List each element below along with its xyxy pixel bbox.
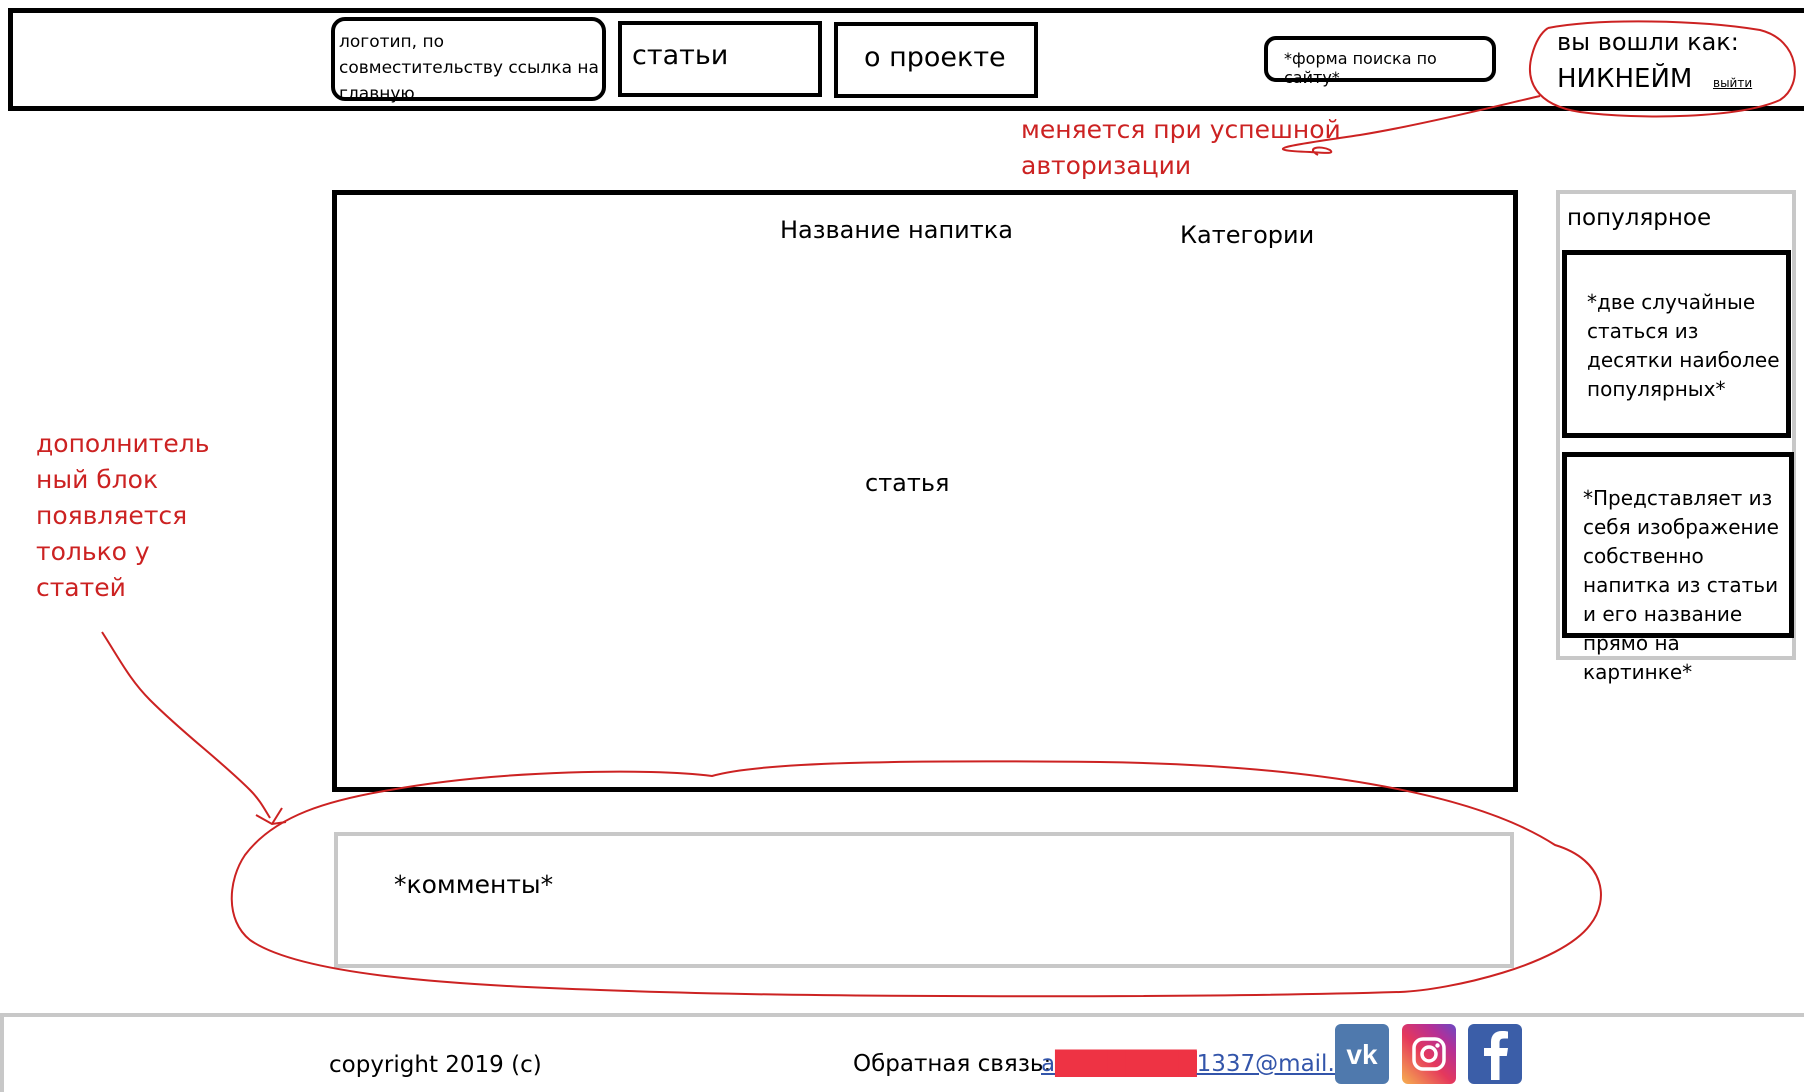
nav-about-label: о проекте [864, 42, 1006, 73]
popular-sidebar [1556, 190, 1796, 660]
site-footer [0, 1013, 1804, 1092]
arrow-head [255, 807, 287, 826]
email-prefix: a [1041, 1051, 1056, 1077]
article-body: статья [865, 469, 950, 497]
nav-about-button[interactable]: о проекте [834, 22, 1038, 98]
extra-block-annotation: дополнитель ный блок появляется только у… [36, 429, 210, 602]
email-suffix: 1337@mail.ru [1196, 1051, 1359, 1077]
sidebar-title: популярное [1567, 205, 1712, 231]
facebook-glyph [1484, 1031, 1508, 1080]
vk-glyph: vk [1346, 1039, 1378, 1069]
instagram-glyph [1412, 1037, 1446, 1071]
login-status-label: вы вошли как: [1557, 28, 1739, 56]
logout-link[interactable]: выйти [1713, 76, 1753, 90]
logo-text: логотип, по совместительству ссылка на г… [339, 32, 599, 104]
auth-annotation: меняется при успешной авторизации [1021, 115, 1341, 180]
search-placeholder: *форма поиска по сайту* [1284, 49, 1437, 87]
popular-articles-card[interactable]: *две случайные статься из десятки наибол… [1562, 250, 1791, 438]
vk-icon[interactable]: vk [1335, 1024, 1389, 1084]
feedback-label: Обратная связь: [853, 1051, 1052, 1077]
copyright-text: copyright 2019 (c) [329, 1052, 542, 1078]
popular-articles-desc: *две случайные статься из десятки наибол… [1587, 290, 1780, 401]
nav-articles-button[interactable]: статьи [618, 21, 822, 97]
comments-block[interactable]: *комменты* [334, 832, 1514, 968]
extra-block-arrow [101, 631, 271, 819]
user-nickname[interactable]: НИКНЕЙМ [1557, 64, 1693, 94]
drink-image-desc: *Представляет из себя изображение собств… [1583, 486, 1779, 684]
site-header [8, 8, 1804, 111]
svg-text:vk: vk [1346, 1039, 1378, 1069]
feedback-email-link[interactable]: a████████1337@mail.ru [1041, 1051, 1359, 1077]
search-form[interactable]: *форма поиска по сайту* [1264, 36, 1496, 87]
drink-title: Название напитка [780, 216, 1013, 244]
facebook-icon[interactable] [1468, 1024, 1522, 1084]
logo-link[interactable]: логотип, по совместительству ссылка на г… [331, 17, 606, 104]
comments-label: *комменты* [394, 870, 554, 899]
instagram-icon[interactable] [1402, 1024, 1456, 1084]
categories-label[interactable]: Категории [1180, 221, 1315, 249]
drink-image-card[interactable] [1562, 452, 1794, 638]
nav-articles-label: статьи [632, 40, 729, 71]
email-redacted: ████████ [1055, 1051, 1197, 1077]
